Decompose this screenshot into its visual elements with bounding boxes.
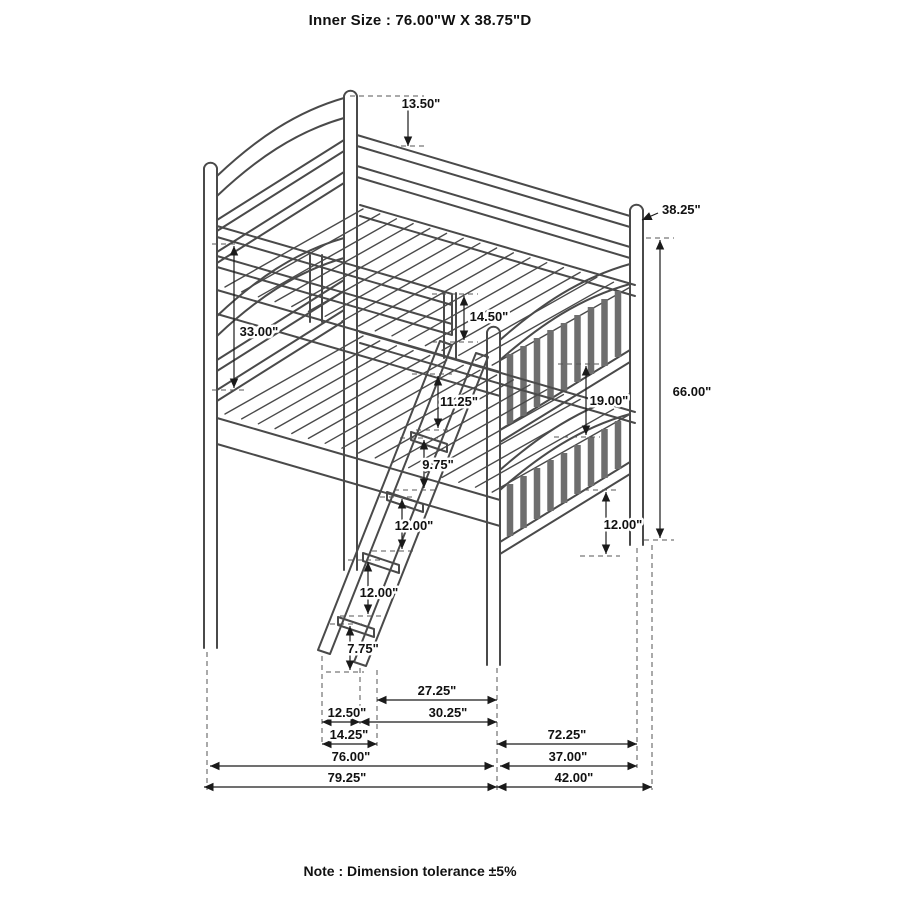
dim-ladder-width-inner: 12.50" [328,705,367,720]
dim-ladder-step-5: 7.75" [347,641,378,656]
leader-lines-horizontal [212,95,674,673]
post-front-left [203,161,218,649]
dim-ladder-step-2: 9.75" [422,457,453,472]
dimleader-top-bunk-depth [641,212,659,221]
dim-guardrail-height: 14.50" [470,309,509,324]
dim-ladder-step-4: 12.00" [360,585,399,600]
headboard-top-rails [216,139,345,264]
dim-ladder-step-1: 11.25" [440,394,478,409]
dim-left-bunk-spacing: 33.00" [240,324,279,339]
bunk-bed-drawing [203,89,644,667]
dimension-annotations: 13.50" 38.25" 33.00" 14.50" 11.25" 9.75"… [204,94,714,792]
dim-footboard-clearance: 12.00" [604,517,643,532]
dim-top-bunk-depth: 38.25" [662,202,701,217]
top-guard-rails [216,225,453,336]
top-bunk-slats [224,208,631,366]
tolerance-note: Note : Dimension tolerance ±5% [303,863,517,879]
diagram-title: Inner Size : 76.00"W X 38.75"D [308,12,532,29]
dim-top-rail-height: 13.50" [402,96,441,111]
dim-overall-height: 66.00" [673,384,712,399]
dim-bunk-spacing-right: 19.00" [590,393,629,408]
dim-overall-length: 79.25" [328,770,367,785]
ladder-rung-4 [337,616,375,638]
post-back-left [343,89,358,571]
dim-ladder-step-3: 12.00" [395,518,434,533]
dim-ladder-inset-inner: 27.25" [418,683,457,698]
projection-lines-vertical [206,545,653,790]
footboard-top-arch [499,263,631,361]
dim-ladder-width-outer: 14.25" [330,727,369,742]
dim-bed-length: 76.00" [332,749,371,764]
dim-inner-length-right: 72.25" [548,727,587,742]
bottom-bunk-slats [224,335,631,493]
top-back-band [359,204,636,297]
ladder-rung-3 [362,552,400,574]
top-back-rails [356,134,631,259]
dim-ladder-inset-outer: 30.25" [429,705,468,720]
guard-rail-support-end [443,292,457,359]
footboard-top-slats [506,291,622,424]
post-back-right [629,203,644,546]
ladder-rails [317,340,489,667]
dim-overall-depth: 42.00" [555,770,594,785]
footboard-bottom-arch [499,393,631,491]
bottom-side-rail [216,417,501,527]
headboard-bottom-rails [216,279,345,402]
dim-inner-depth: 37.00" [549,749,588,764]
headboard-top-arch [216,97,345,197]
top-side-rail [216,289,501,397]
footboard-bottom-slats [506,421,622,536]
